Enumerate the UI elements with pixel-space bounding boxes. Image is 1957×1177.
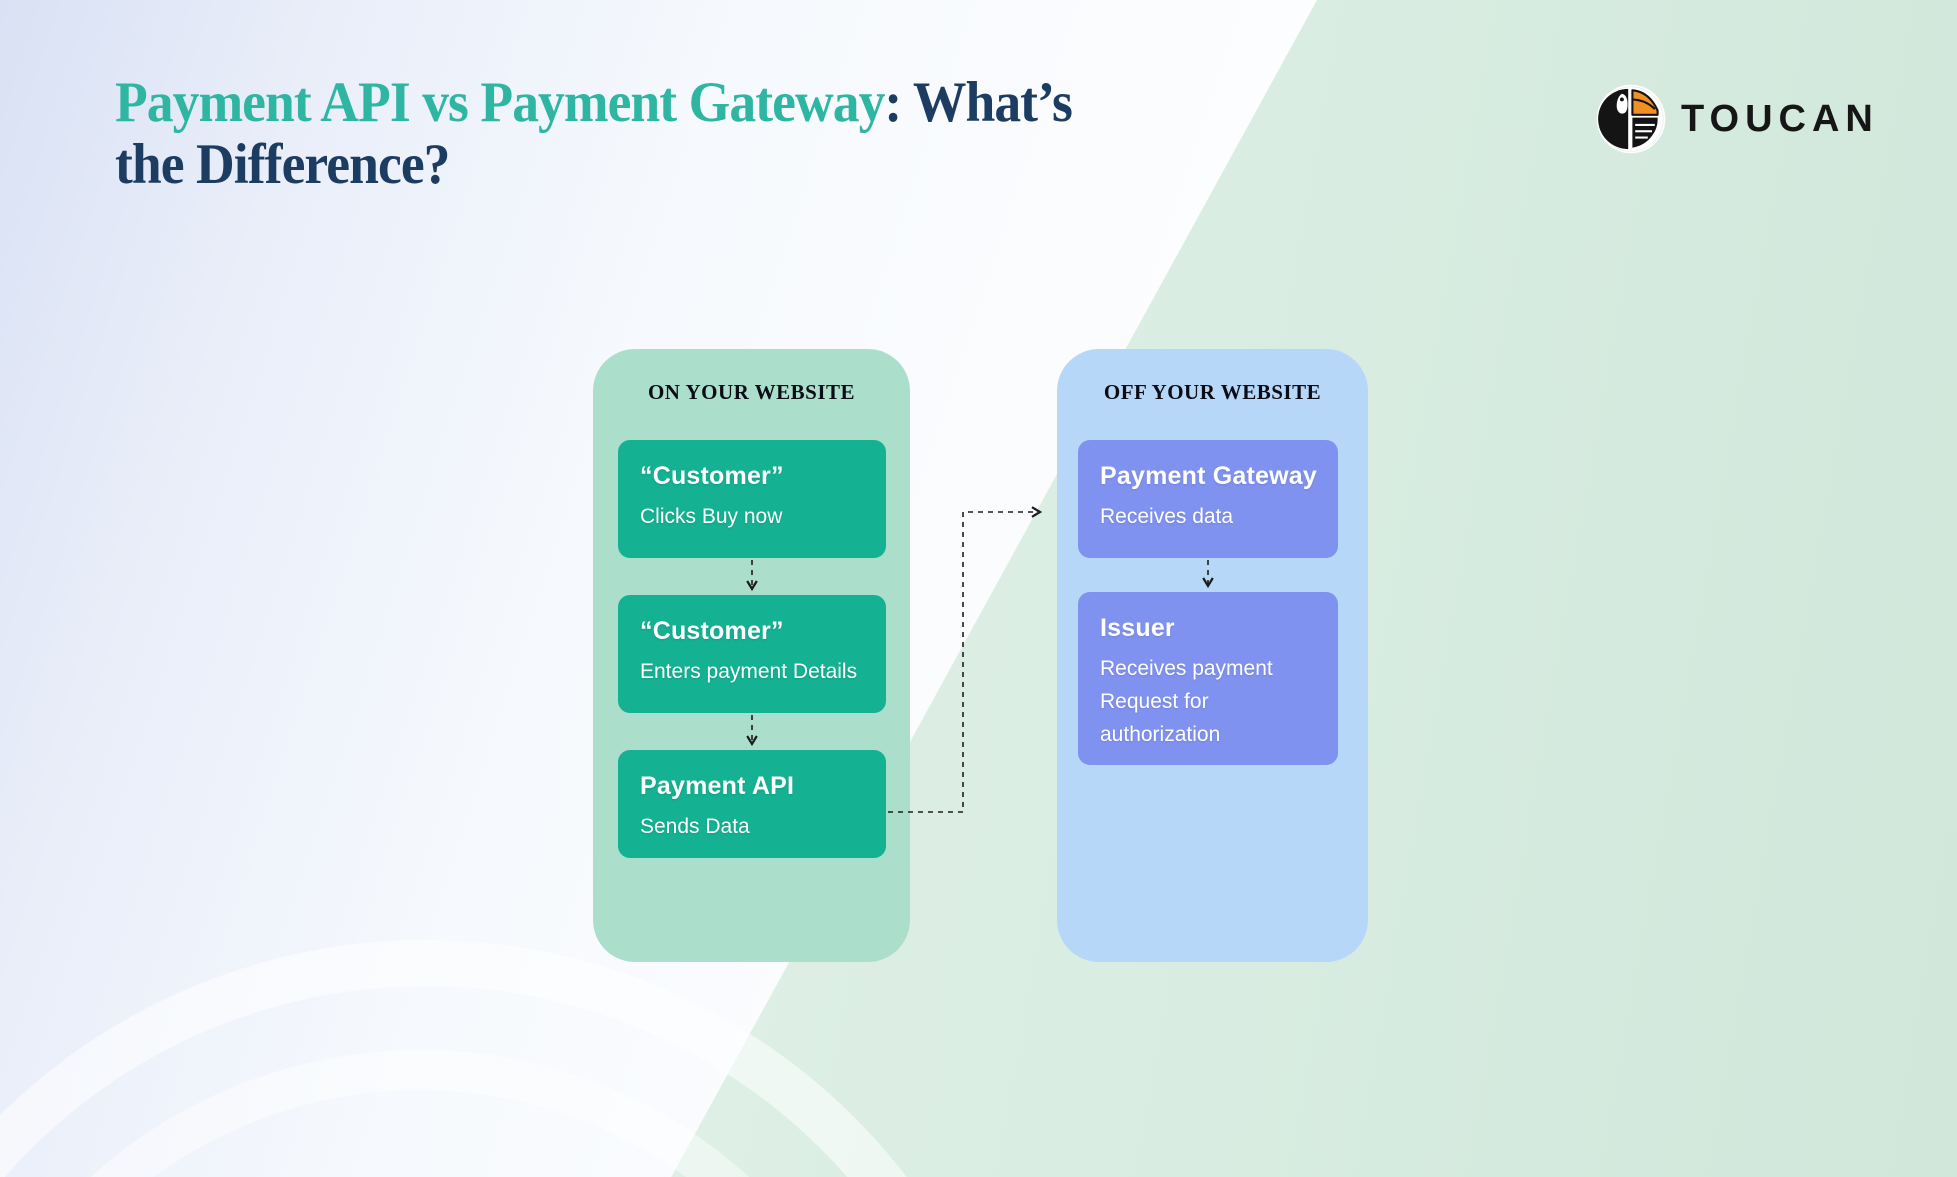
toucan-bird-icon <box>1596 84 1666 154</box>
box-title: Issuer <box>1100 614 1175 642</box>
flow-box-payment-api: Payment API Sends Data <box>618 750 886 858</box>
box-subtitle: Receives data <box>1100 505 1234 528</box>
box-subtitle: Request for <box>1100 690 1209 713</box>
page-title-highlight: Payment API vs Payment Gateway <box>115 71 885 134</box>
box-title: “Customer” <box>640 617 784 645</box>
page-title-line1: Payment API vs Payment Gateway: What’s <box>115 72 1111 134</box>
box-subtitle: Clicks Buy now <box>640 505 783 528</box>
box-title: “Customer” <box>640 462 784 490</box>
page-title-rest: : What’s <box>884 71 1072 134</box>
panel-header: OFF YOUR WEBSITE <box>1103 380 1322 404</box>
brand-logo: TOUCAN <box>1596 84 1879 154</box>
brand-wordmark: TOUCAN <box>1681 97 1879 140</box>
box-subtitle: Sends Data <box>640 815 750 838</box>
page-title-line2: the Difference? <box>115 133 450 196</box>
flow-box-customer-clicks-buy: “Customer” Clicks Buy now <box>618 440 886 558</box>
flow-box-issuer: Issuer Receives payment Request for auth… <box>1078 592 1338 765</box>
flow-box-payment-gateway: Payment Gateway Receives data <box>1078 440 1338 558</box>
panel-off-your-website: OFF YOUR WEBSITE Payment Gateway Receive… <box>1057 349 1368 962</box>
box-title: Payment Gateway <box>1100 462 1317 490</box>
box-subtitle: authorization <box>1100 723 1221 746</box>
box-subtitle: Receives payment <box>1100 657 1273 680</box>
box-title: Payment API <box>640 772 795 800</box>
page-title: Payment API vs Payment Gateway: What’s t… <box>115 72 1111 196</box>
flow-box-customer-enters-details: “Customer” Enters payment Details <box>618 595 886 713</box>
panel-header: ON YOUR WEBSITE <box>647 380 856 404</box>
box-subtitle: Enters payment Details <box>640 660 858 683</box>
panel-on-your-website: ON YOUR WEBSITE “Customer” Clicks Buy no… <box>593 349 910 962</box>
